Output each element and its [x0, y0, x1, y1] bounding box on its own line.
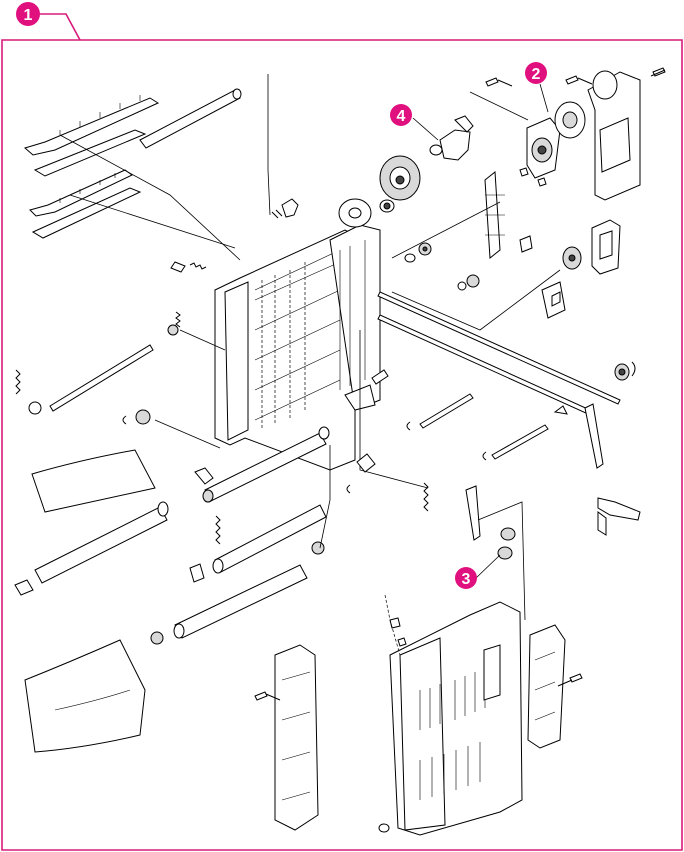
svg-text:1: 1 [24, 7, 33, 24]
idler-rollers [466, 486, 515, 559]
feed-rollers [15, 427, 329, 644]
callout-1-leader [40, 14, 80, 40]
large-gear [380, 156, 420, 200]
right-gear [563, 247, 581, 269]
long-shafts [378, 292, 620, 414]
sensor-bracket [542, 282, 565, 318]
drive-motor-assembly [527, 102, 585, 178]
paper-sheet-lower [25, 640, 145, 752]
rear-door-panel [379, 595, 522, 835]
svg-text:2: 2 [532, 66, 541, 83]
callout-2: 2 [525, 62, 547, 84]
right-bracket [592, 220, 620, 274]
small-bushing [380, 200, 394, 212]
paper-sheet-upper [32, 450, 155, 512]
main-side-frame [215, 225, 380, 470]
mid-bushings [405, 243, 479, 290]
callout-4: 4 [390, 104, 412, 126]
svg-text:4: 4 [397, 108, 406, 125]
callout-1: 1 [16, 2, 40, 26]
lower-right-bracket [598, 498, 640, 535]
motor-mount-plate [588, 71, 640, 200]
left-hinge-bracket [255, 645, 318, 830]
frame-cam-disc [339, 199, 371, 227]
left-shafts [16, 312, 180, 424]
svg-text:3: 3 [462, 571, 471, 588]
right-hinge-bracket [528, 625, 582, 748]
callout-3: 3 [455, 567, 477, 589]
short-shafts [407, 394, 548, 460]
mid-right-guide [485, 168, 546, 258]
gear-bracket [430, 116, 473, 160]
top-roller [140, 89, 241, 148]
